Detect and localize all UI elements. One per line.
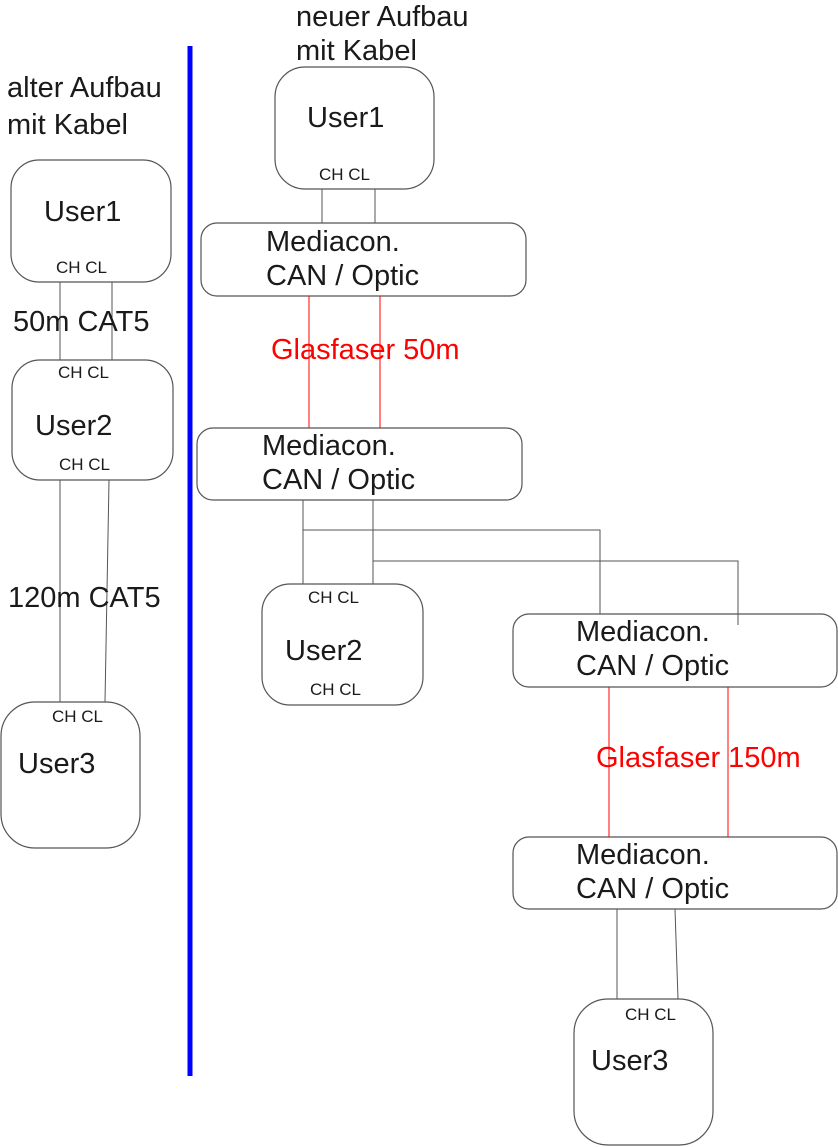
mediacon-c-line2: CAN / Optic — [576, 650, 730, 682]
mediacon-a-line1: Mediacon. — [266, 226, 400, 258]
fiber2-label: Glasfaser 150m — [596, 742, 801, 774]
old-user2-label: User2 — [35, 410, 113, 442]
new-user2-port-bottom: CH CL — [310, 680, 362, 699]
mediacon-c-line1: Mediacon. — [576, 616, 710, 648]
old-user1-port: CH CL — [56, 258, 108, 277]
new-user1-port: CH CL — [319, 165, 371, 184]
mediacon-d-line2: CAN / Optic — [576, 873, 730, 905]
old-wire-cl-2 — [104, 479, 110, 703]
new-wire-cl-d — [674, 908, 679, 1000]
old-user3-port: CH CL — [52, 707, 104, 726]
old-user3-box — [0, 701, 141, 849]
old-user1-label: User1 — [44, 196, 122, 228]
new-user1-label: User1 — [307, 102, 385, 134]
old-setup-title-line1: alter Aufbau — [7, 72, 162, 104]
old-user2-box — [11, 359, 174, 481]
new-setup-title-line1: neuer Aufbau — [296, 1, 469, 33]
old-link1-label: 50m CAT5 — [13, 306, 150, 338]
fiber1-label: Glasfaser 50m — [271, 334, 460, 366]
old-setup-title-line2: mit Kabel — [7, 109, 128, 141]
new-user3-label: User3 — [591, 1045, 669, 1077]
new-user3-box — [573, 998, 714, 1146]
mediacon-a-box — [200, 222, 527, 297]
new-user1-box — [274, 66, 435, 190]
new-setup-title-line2: mit Kabel — [296, 35, 417, 67]
old-user3-label: User3 — [18, 748, 96, 780]
new-user2-label: User2 — [285, 635, 363, 667]
mediacon-d-line1: Mediacon. — [576, 839, 710, 871]
mediacon-b-line1: Mediacon. — [262, 430, 396, 462]
old-link2-label: 120m CAT5 — [8, 582, 161, 614]
old-user2-port-top: CH CL — [58, 363, 110, 382]
old-user1-box — [10, 159, 172, 283]
new-wire-ch-branch — [303, 529, 601, 614]
old-user2-port-bottom: CH CL — [59, 455, 111, 474]
new-user2-box — [261, 583, 424, 706]
mediacon-b-line2: CAN / Optic — [262, 464, 416, 496]
new-user2-port-top: CH CL — [308, 588, 360, 607]
mediacon-c-box — [512, 613, 838, 688]
mediacon-a-line2: CAN / Optic — [266, 260, 420, 292]
mediacon-b-box — [196, 427, 523, 501]
new-wire-cl-branch — [373, 560, 739, 625]
new-user3-port: CH CL — [625, 1005, 677, 1024]
